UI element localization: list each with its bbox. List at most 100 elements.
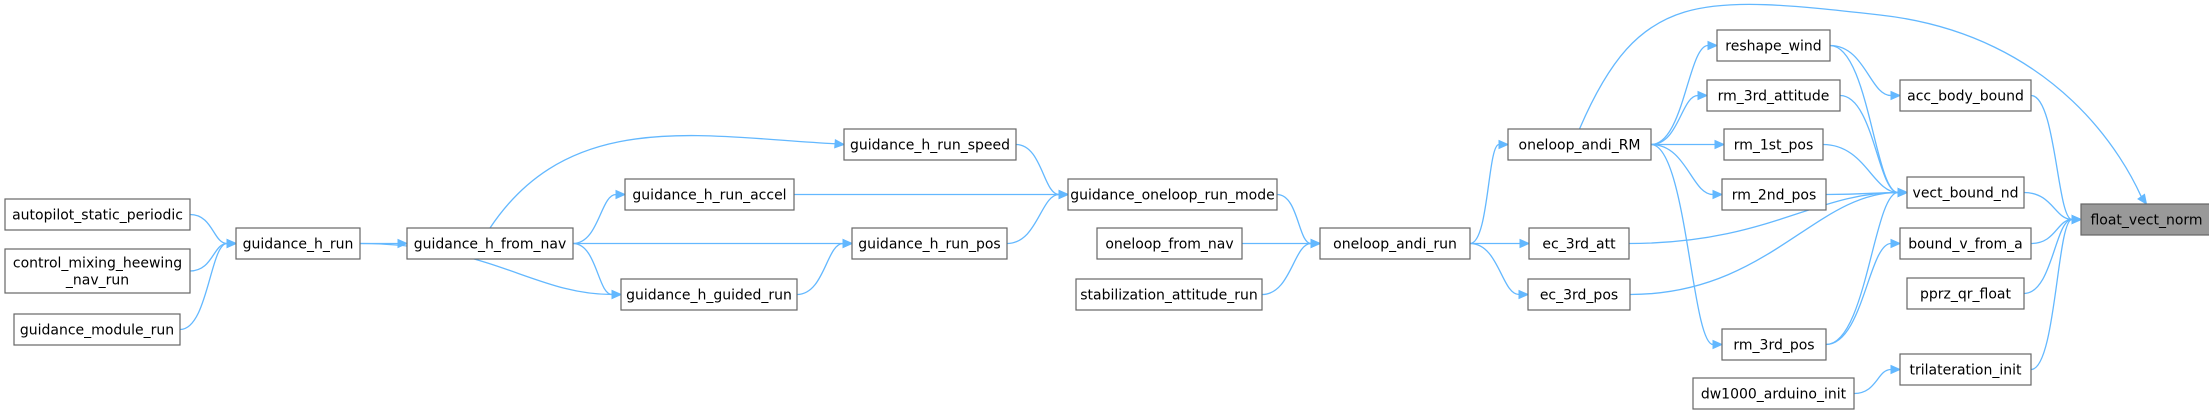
node-box[interactable] xyxy=(235,227,361,260)
edge-oneloop_andi_RM-to-rm_2nd_pos xyxy=(1650,143,1714,196)
node-rm-3rd-attitude[interactable]: rm_3rd_attitude xyxy=(1706,79,1841,112)
node-stabilization-attitude-run[interactable]: stabilization_attitude_run xyxy=(1075,278,1263,311)
edge-reshape_wind-to-acc_body_bound-arrowhead xyxy=(1890,90,1902,101)
node-guidance-h-run-speed[interactable]: guidance_h_run_speed xyxy=(843,128,1017,161)
node-box[interactable] xyxy=(1067,178,1278,211)
node-pprz-qr-float[interactable]: pprz_qr_float xyxy=(1906,277,2025,310)
node-label: oneloop_from_nav xyxy=(1105,237,1233,253)
node-oneloop-andi-RM[interactable]: oneloop_andi_RM xyxy=(1507,128,1652,161)
node-guidance-h-run-accel[interactable]: guidance_h_run_accel xyxy=(624,178,795,211)
node-box[interactable] xyxy=(1899,79,2032,112)
edge-guidance_h_from_nav-to-guidance_h_run_accel-arrowhead xyxy=(615,189,627,200)
edge-oneloop_andi_RM-to-rm_3rd_attitude xyxy=(1650,94,1699,146)
edge-dw1000_arduino_init-to-trilateration_init xyxy=(1853,368,1892,395)
node-oneloop-andi-run[interactable]: oneloop_andi_run xyxy=(1319,227,1471,260)
node-autopilot-static-periodic[interactable]: autopilot_static_periodic xyxy=(4,198,191,231)
node-box[interactable] xyxy=(624,178,795,211)
node-label: acc_body_bound xyxy=(1907,89,2024,105)
node-rm-1st-pos[interactable]: rm_1st_pos xyxy=(1723,128,1824,161)
node-label: _nav_run xyxy=(65,273,129,289)
node-guidance-h-from-nav[interactable]: guidance_h_from_nav xyxy=(406,227,574,260)
node-dw1000-arduino-init[interactable]: dw1000_arduino_init xyxy=(1692,377,1855,410)
call-nodes: float_vect_norm acc_body_bound vect_bound_… xyxy=(4,29,2209,410)
node-box[interactable] xyxy=(851,227,1008,260)
edge-control_mixing_heewing_nav_run-to-guidance_h_run xyxy=(189,242,228,272)
node-box[interactable] xyxy=(1528,227,1630,260)
node-box[interactable] xyxy=(1096,227,1243,260)
node-acc-body-bound[interactable]: acc_body_bound xyxy=(1899,79,2032,112)
edge-ec_3rd_pos-to-vect_bound_nd xyxy=(1629,191,1899,296)
node-label: ec_3rd_pos xyxy=(1540,288,1618,304)
edge-rm_3rd_pos-to-vect_bound_nd xyxy=(1825,191,1899,346)
node-label: dw1000_arduino_init xyxy=(1701,387,1847,403)
edge-guidance_h_run-to-guidance_h_guided_run-arrowhead xyxy=(611,289,623,300)
edge-oneloop_andi_run-to-ec_3rd_pos xyxy=(1469,242,1520,296)
node-rm-3rd-pos[interactable]: rm_3rd_pos xyxy=(1721,328,1827,361)
node-label: float_vect_norm xyxy=(2090,213,2202,229)
node-box[interactable] xyxy=(4,248,191,294)
node-box[interactable] xyxy=(406,227,574,260)
node-box[interactable] xyxy=(1721,178,1827,211)
edge-guidance_h_guided_run-to-guidance_h_run_pos xyxy=(796,242,844,296)
node-box[interactable] xyxy=(1906,176,2025,209)
edge-guidance_h_run-to-guidance_h_from_nav-arrowhead xyxy=(397,238,409,249)
edge-guidance_oneloop_run_mode-to-oneloop_andi_run-arrowhead xyxy=(1310,238,1322,249)
node-box[interactable] xyxy=(13,313,181,346)
node-label: oneloop_andi_RM xyxy=(1519,138,1641,154)
node-vect-bound-nd[interactable]: vect_bound_nd xyxy=(1906,176,2025,209)
node-box[interactable] xyxy=(1075,278,1263,311)
node-rm-2nd-pos[interactable]: rm_2nd_pos xyxy=(1721,178,1827,211)
node-label: rm_3rd_pos xyxy=(1733,338,1814,354)
node-box[interactable] xyxy=(1899,353,2032,386)
node-guidance-oneloop-run-mode[interactable]: guidance_oneloop_run_mode xyxy=(1067,178,1278,211)
node-ec-3rd-att[interactable]: ec_3rd_att xyxy=(1528,227,1630,260)
node-bound-v-from-a[interactable]: bound_v_from_a xyxy=(1899,227,2032,260)
node-label: ec_3rd_att xyxy=(1542,237,1616,253)
node-box[interactable] xyxy=(1692,377,1855,410)
node-box[interactable] xyxy=(4,198,191,231)
node-oneloop-from-nav[interactable]: oneloop_from_nav xyxy=(1096,227,1243,260)
edge-guidance_module_run-to-guidance_h_run xyxy=(179,242,228,331)
node-box[interactable] xyxy=(1706,79,1841,112)
node-box[interactable] xyxy=(1527,278,1631,311)
node-label: vect_bound_nd xyxy=(1913,186,2019,202)
edge-reshape_wind-to-vect_bound_nd xyxy=(1829,44,1899,194)
edge-oneloop_andi_RM-to-rm_1st_pos-arrowhead xyxy=(1714,139,1726,150)
node-label: guidance_h_from_nav xyxy=(414,237,567,253)
node-guidance-h-run-pos[interactable]: guidance_h_run_pos xyxy=(851,227,1008,260)
node-box[interactable] xyxy=(1721,328,1827,361)
node-box[interactable] xyxy=(1906,277,2025,310)
edge-ec_3rd_att-to-vect_bound_nd xyxy=(1628,191,1899,245)
node-guidance-h-guided-run[interactable]: guidance_h_guided_run xyxy=(620,278,798,311)
node-trilateration-init[interactable]: trilateration_init xyxy=(1899,353,2032,386)
edge-trilateration_init-to-float_vect_norm-arrowhead xyxy=(2071,214,2083,225)
node-label: reshape_wind xyxy=(1725,39,1821,55)
node-box[interactable] xyxy=(1716,29,1831,62)
node-box[interactable] xyxy=(1319,227,1471,260)
node-ec-3rd-pos[interactable]: ec_3rd_pos xyxy=(1527,278,1631,311)
edge-oneloop_andi_RM-to-rm_3rd_attitude-arrowhead xyxy=(1697,90,1709,101)
node-box[interactable] xyxy=(2080,203,2209,236)
node-reshape-wind[interactable]: reshape_wind xyxy=(1716,29,1831,62)
edge-rm_3rd_pos-to-bound_v_from_a-arrowhead xyxy=(1890,238,1902,249)
node-control-mixing-heewing-nav-run[interactable]: control_mixing_heewing_nav_run xyxy=(4,248,191,294)
node-label: rm_3rd_attitude xyxy=(1718,89,1830,105)
node-label: guidance_h_run_speed xyxy=(850,138,1010,154)
node-box[interactable] xyxy=(1899,227,2032,260)
edge-autopilot_static_periodic-to-guidance_h_run xyxy=(189,213,228,245)
edge-oneloop_andi_RM-to-rm_2nd_pos-arrowhead xyxy=(1712,189,1724,200)
edge-pprz_qr_float-to-float_vect_norm xyxy=(2023,218,2073,295)
node-box[interactable] xyxy=(1723,128,1824,161)
node-label: oneloop_andi_run xyxy=(1333,237,1457,253)
node-guidance-module-run[interactable]: guidance_module_run xyxy=(13,313,181,346)
node-box[interactable] xyxy=(1507,128,1652,161)
edge-oneloop_andi_RM-to-rm_3rd_pos xyxy=(1650,143,1714,346)
node-box[interactable] xyxy=(843,128,1017,161)
edge-dw1000_arduino_init-to-trilateration_init-arrowhead xyxy=(1890,364,1902,375)
node-guidance-h-run[interactable]: guidance_h_run xyxy=(235,227,361,260)
edge-rm_3rd_pos-to-vect_bound_nd-arrowhead xyxy=(1897,187,1909,198)
edge-guidance_h_from_nav-to-guidance_h_run_speed xyxy=(489,134,836,229)
node-box[interactable] xyxy=(620,278,798,311)
node-float-vect-norm[interactable]: float_vect_norm xyxy=(2080,203,2209,236)
